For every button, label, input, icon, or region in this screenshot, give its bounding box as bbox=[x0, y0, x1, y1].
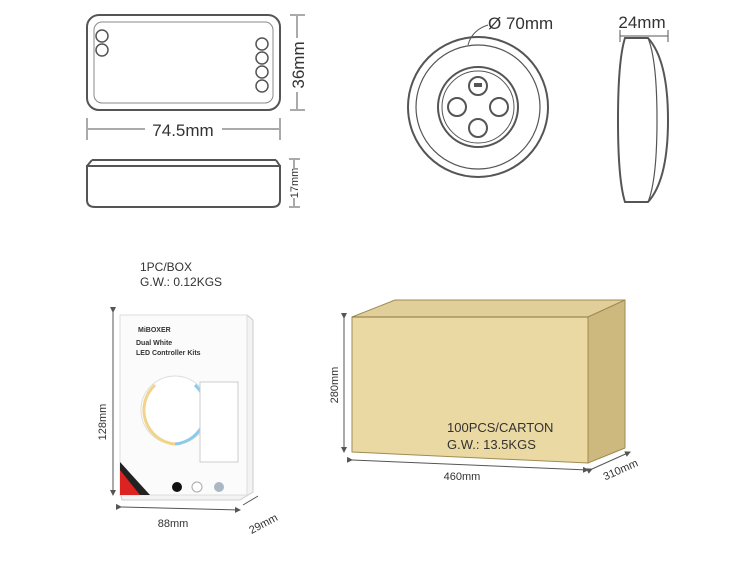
box-width-label: 88mm bbox=[158, 518, 189, 530]
box-brand-logo: MiBOXER bbox=[138, 327, 171, 334]
controller-width-label: 74.5mm bbox=[152, 121, 213, 140]
box-height-label: 128mm bbox=[97, 404, 109, 441]
controller-depth-dimension bbox=[289, 158, 300, 208]
box-width-dimension bbox=[115, 503, 241, 513]
box-weight-label: G.W.: 0.12KGS bbox=[140, 275, 222, 289]
controller-width-dimension bbox=[86, 118, 281, 140]
remote-thickness-label: 24mm bbox=[618, 13, 665, 32]
carton-height-label: 280mm bbox=[329, 367, 341, 404]
carton-depth-dimension bbox=[586, 451, 631, 474]
box-title-line1: Dual White bbox=[136, 340, 172, 347]
carton-width-label: 460mm bbox=[444, 471, 481, 483]
box-depth-label: 29mm bbox=[247, 512, 280, 537]
retail-box: MiBOXER bbox=[119, 314, 254, 501]
controller-height-dimension bbox=[290, 14, 305, 111]
remote-diameter-leader bbox=[467, 24, 489, 46]
carton-pack-label: 100PCS/CARTON bbox=[447, 420, 553, 435]
remote-thickness-dimension bbox=[619, 30, 669, 42]
controller-top-view bbox=[86, 14, 281, 111]
carton-weight-label: G.W.: 13.5KGS bbox=[447, 437, 536, 452]
controller-side-view bbox=[86, 159, 281, 208]
box-title-line2: LED Controller Kits bbox=[136, 350, 201, 357]
shipping-carton bbox=[351, 299, 626, 464]
remote-diameter-label: Ø 70mm bbox=[488, 14, 553, 33]
remote-side-view bbox=[616, 37, 670, 203]
box-pack-label: 1PC/BOX bbox=[140, 260, 192, 274]
carton-width-dimension bbox=[346, 456, 589, 473]
remote-front-view bbox=[407, 36, 549, 178]
carton-depth-label: 310mm bbox=[602, 457, 640, 483]
controller-height-label: 36mm bbox=[289, 41, 308, 88]
controller-depth-label: 17mm bbox=[289, 168, 301, 199]
box-depth-dimension bbox=[242, 495, 259, 506]
